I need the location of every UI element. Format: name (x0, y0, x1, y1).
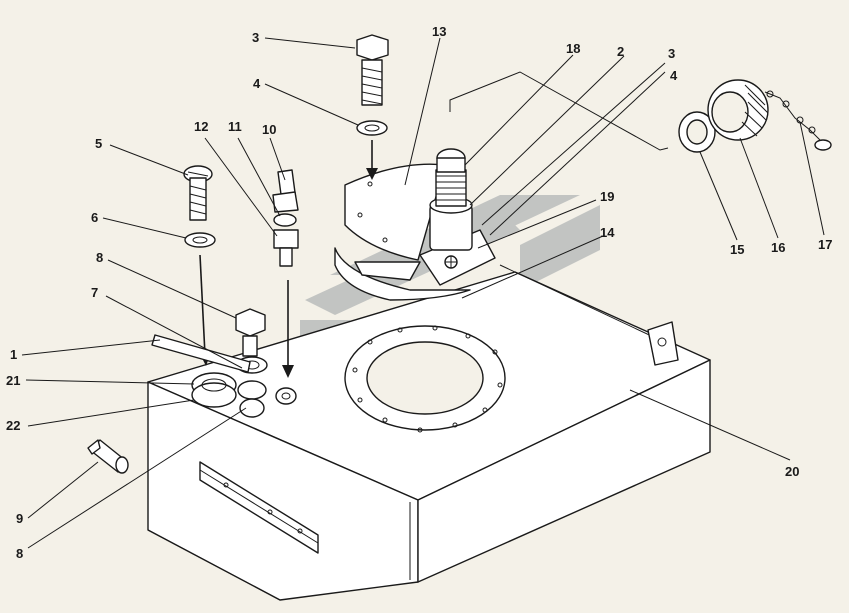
fitting-10 (272, 169, 299, 213)
leader-lines (21, 37, 825, 549)
callout-4: 4 (253, 76, 261, 91)
callout-2: 2 (617, 44, 624, 59)
fitting-12 (273, 229, 299, 267)
hex-bolt-8 (235, 308, 266, 357)
lock-washer-6 (184, 232, 216, 248)
slotted-screw-5 (183, 165, 213, 221)
callout-21: 21 (6, 373, 20, 388)
callout-1: 1 (10, 347, 17, 362)
callout-12: 12 (194, 119, 208, 134)
callout-7: 7 (91, 285, 98, 300)
washer-11 (273, 213, 297, 227)
pipe-1 (151, 334, 251, 373)
callout-19: 19 (600, 189, 614, 204)
callout-8: 8 (96, 250, 103, 265)
callout-14: 14 (600, 225, 615, 240)
fitting-9 (87, 439, 129, 474)
fitting-nut (275, 387, 297, 405)
callout-labels: 1 2 3 3 4 4 5 6 7 8 8 9 10 11 12 13 14 1… (6, 24, 832, 561)
callout-5: 5 (95, 136, 102, 151)
assembly-arrow-bolt-3 (366, 140, 378, 180)
sender-wire (449, 71, 669, 151)
callout-9: 9 (16, 511, 23, 526)
callout-22: 22 (6, 418, 20, 433)
callout-20: 20 (785, 464, 799, 479)
fuel-level-sender (419, 148, 496, 286)
callout-11: 11 (228, 119, 242, 134)
callout-15: 15 (730, 242, 744, 257)
assembly-arrow-fitting (282, 280, 294, 378)
callout-10: 10 (262, 122, 276, 137)
hex-bolt-3 (356, 34, 389, 106)
callout-4: 4 (670, 68, 678, 83)
callout-6: 6 (91, 210, 98, 225)
lock-washer-4 (356, 120, 388, 136)
drain-plug-22 (191, 372, 237, 408)
callout-18: 18 (566, 41, 580, 56)
callout-3: 3 (252, 30, 259, 45)
callout-3: 3 (668, 46, 675, 61)
callout-16: 16 (771, 240, 785, 255)
callout-13: 13 (432, 24, 446, 39)
tank-body (147, 264, 711, 601)
filler-cap-assembly (678, 79, 832, 153)
tank-flange-ring (344, 325, 506, 433)
callout-17: 17 (818, 237, 832, 252)
callout-8: 8 (16, 546, 23, 561)
sender-cover-plate (334, 163, 471, 301)
nut-8 (237, 380, 267, 418)
